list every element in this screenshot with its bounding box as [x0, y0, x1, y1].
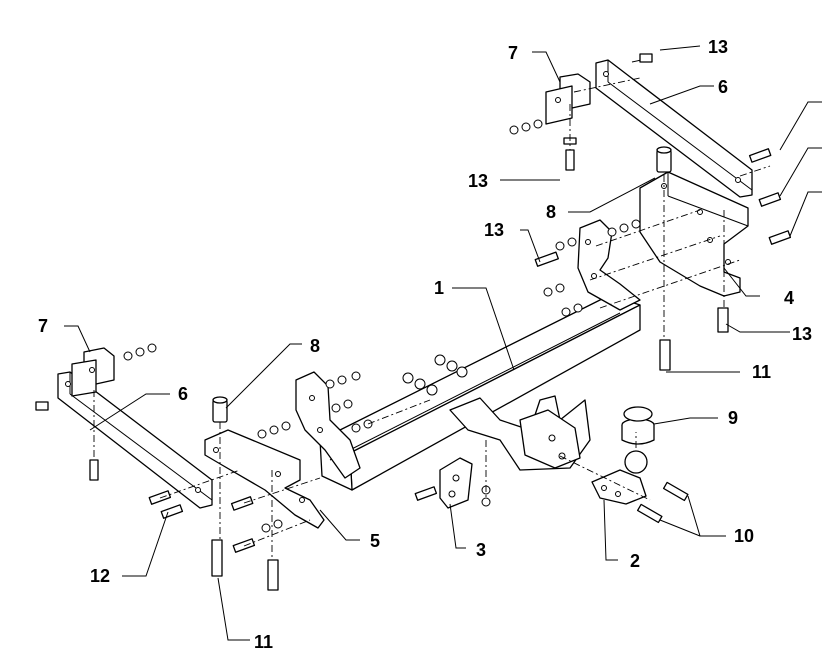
callout-12: 12: [90, 566, 110, 586]
callout-10: 10: [734, 526, 754, 546]
ball-cover: [621, 406, 655, 445]
spacer-right: [656, 146, 672, 173]
callout-2: 2: [630, 551, 640, 571]
callout-8-left: 8: [310, 336, 320, 356]
callout-11-bottom: 11: [254, 632, 273, 652]
callout-1: 1: [434, 278, 444, 298]
callout-9: 9: [728, 408, 738, 428]
side-bracket-right: [639, 171, 749, 297]
callout-8-right: 8: [546, 202, 556, 222]
callout-6-left: 6: [178, 384, 188, 404]
fasteners: [35, 53, 792, 591]
callout-3: 3: [476, 540, 486, 560]
bracket-plate-top: [595, 59, 753, 198]
assembly-axes: [93, 77, 771, 560]
callout-13-mid: 13: [484, 220, 504, 240]
socket-plate: [439, 457, 473, 509]
callout-11-right: 11: [752, 362, 771, 382]
callout-4: 4: [784, 288, 794, 308]
callout-13-right: 13: [792, 324, 812, 344]
callout-6-top: 6: [718, 77, 728, 97]
leader-lines: [64, 45, 822, 641]
ball-bolts: [636, 481, 689, 524]
spacer-left: [212, 396, 228, 423]
callout-13-upper-left: 13: [468, 171, 488, 191]
side-bracket-left: [204, 371, 361, 529]
inner-bracket-right: [577, 219, 641, 311]
tow-ball: [591, 450, 648, 505]
callout-7-left: 7: [38, 316, 48, 336]
callout-5: 5: [370, 531, 380, 551]
angle-bracket-left: [71, 347, 115, 397]
ball-mount-bracket: [449, 395, 591, 471]
angle-bracket-top: [545, 73, 591, 125]
callout-13-top: 13: [708, 37, 728, 57]
callouts: 7 13 6 13 8 13 1 4 13 11 7 8 6 9 5 3 10 …: [38, 37, 812, 652]
callout-7-top: 7: [508, 43, 518, 63]
main-cross-beam: [319, 294, 641, 491]
